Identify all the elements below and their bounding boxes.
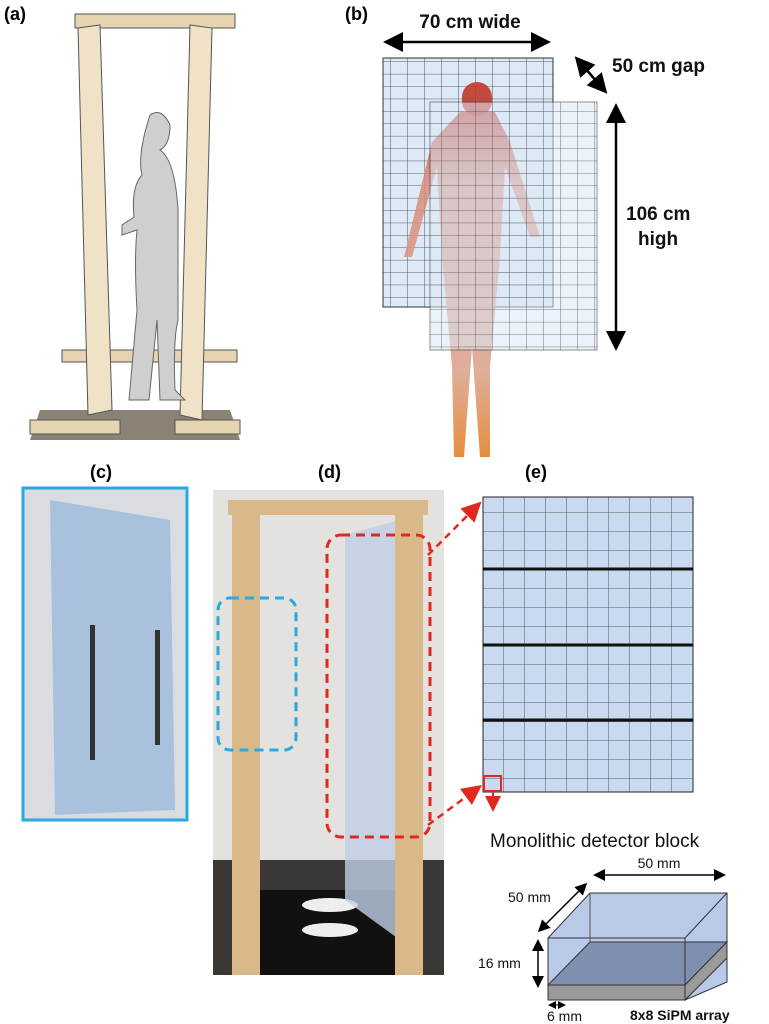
top-beam-photo: [228, 500, 428, 515]
cyan-highlight-box: [216, 596, 298, 752]
dim-width: 50 mm: [638, 855, 681, 871]
gap-arrow: [574, 56, 608, 94]
panel-e: (e) Monolithic detector block 50 mm 50 m…: [478, 462, 730, 1024]
panel-a-label: (a): [4, 4, 26, 24]
sipm-label: 8x8 SiPM array: [630, 1007, 730, 1023]
panel-c: (c): [21, 462, 189, 822]
detector-block-3d: [546, 892, 729, 1002]
gap-label: 50 cm gap: [612, 56, 705, 77]
block-title: Monolithic detector block: [490, 831, 700, 852]
right-post: [395, 505, 423, 975]
panel-b: (b) 70 cm wide 50 cm gap 106 cm high: [345, 4, 705, 457]
height-label-1: 106 cm: [626, 204, 690, 225]
panel-d-label: (d): [318, 462, 341, 482]
single-block-highlight: [483, 775, 502, 792]
left-panel: [77, 24, 113, 416]
panel-d: (d): [213, 462, 483, 975]
detector-panel-photo: [50, 500, 175, 815]
panel-e-label: (e): [525, 462, 547, 482]
left-post: [232, 505, 260, 975]
person-silhouette: [121, 112, 187, 401]
dim-depth: 50 mm: [508, 889, 551, 905]
dim-height: 16 mm: [478, 955, 521, 971]
panel-c-label: (c): [90, 462, 112, 482]
height-label-2: high: [638, 229, 678, 250]
width-label: 70 cm wide: [419, 12, 520, 33]
right-panel: [179, 24, 213, 421]
panel-a: (a): [4, 4, 241, 440]
red-highlight-box: [325, 533, 432, 839]
top-beam: [74, 13, 236, 29]
panel-b-label: (b): [345, 4, 368, 24]
dim-pixel: 6 mm: [547, 1008, 582, 1024]
